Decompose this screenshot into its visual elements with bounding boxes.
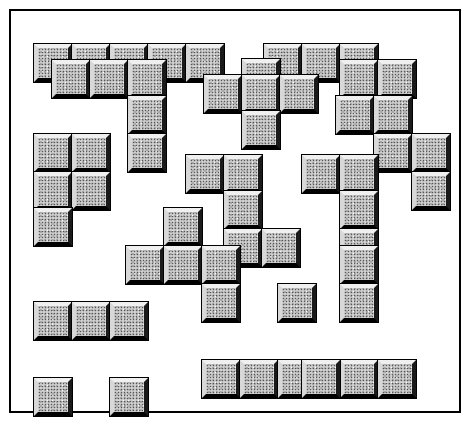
piece-tile (110, 378, 148, 416)
piece-tile (412, 172, 450, 210)
piece-tile (164, 208, 202, 246)
piece-tile (72, 302, 110, 340)
piece-tile (34, 134, 72, 172)
piece-tile (202, 246, 240, 284)
piece-tile (340, 155, 378, 193)
piece-tile (242, 111, 280, 149)
piece-tile (164, 246, 202, 284)
piece-tile (302, 155, 340, 193)
piece-tile (128, 134, 166, 172)
piece-tile (202, 360, 240, 398)
piece-tile (374, 134, 412, 172)
piece-tile (374, 96, 412, 134)
piece-tile (302, 360, 340, 398)
piece-tile (340, 60, 378, 98)
piece-tile (110, 302, 148, 340)
piece-tile (186, 155, 224, 193)
piece-tile (378, 60, 416, 98)
piece-tile (52, 60, 90, 98)
piece-tile (340, 284, 378, 322)
piece-tile (90, 60, 128, 98)
piece-tile (278, 284, 316, 322)
piece-tile (240, 360, 278, 398)
piece-tile (72, 172, 110, 210)
piece-tile (126, 246, 164, 284)
piece-tile (34, 302, 72, 340)
piece-tile (242, 75, 280, 113)
piece-tile (202, 284, 240, 322)
piece-tile (128, 96, 166, 134)
piece-tile (336, 96, 374, 134)
piece-tile (412, 134, 450, 172)
piece-tile (72, 134, 110, 172)
piece-tile (224, 191, 262, 229)
piece-tile (262, 229, 300, 267)
piece-tile (340, 191, 378, 229)
piece-tile (280, 75, 318, 113)
piece-tile (34, 208, 72, 246)
piece-tile (34, 172, 72, 210)
piece-tile (340, 246, 378, 284)
piece-tile (128, 60, 166, 98)
piece-tile (340, 360, 378, 398)
piece-tile (34, 378, 72, 416)
piece-tile (204, 75, 242, 113)
piece-tile (378, 360, 416, 398)
piece-tile (224, 155, 262, 193)
